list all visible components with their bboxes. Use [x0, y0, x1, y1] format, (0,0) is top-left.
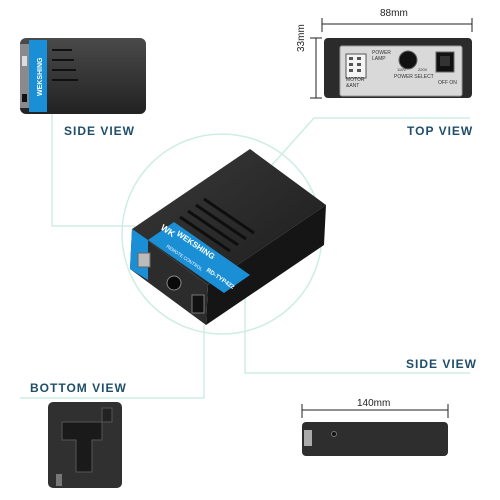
guide-line-side-top [51, 90, 135, 227]
brand-band-main [148, 222, 250, 293]
device-right-side [206, 205, 326, 325]
side-view-top-image: WEKSHING [20, 38, 146, 114]
label-power-select: POWER SELECT [394, 74, 434, 80]
label-power-lamp: POWER LAMP [372, 50, 391, 62]
label-side-view-bottom: SIDE VIEW [406, 357, 478, 371]
bottom-view-image [48, 402, 122, 488]
label-220v: 220V [418, 67, 428, 72]
guide-line-top [271, 117, 470, 166]
dim-width-top: 88mm [380, 8, 408, 19]
dim-height-side: 33mm [296, 24, 307, 52]
guide-line-bottom [20, 325, 205, 399]
label-top-view: TOP VIEW [407, 124, 474, 138]
top-view-image [310, 18, 473, 99]
label-side-view-top: SIDE VIEW [64, 124, 136, 138]
power-jack-icon [166, 275, 182, 291]
label-off-on: OFF ON [438, 80, 457, 86]
main-device-image: WK WEKSHING REMOTE CONTROL RD-TYP422 [130, 149, 326, 325]
dim-length-bottom: 140mm [357, 398, 391, 409]
label-bottom-view: BOTTOM VIEW [30, 381, 127, 395]
device-side-body [302, 422, 448, 456]
label-110v: 110V [397, 67, 407, 72]
brand-name-side: WEKSHING [37, 57, 44, 96]
brand-band [29, 40, 47, 112]
switch-icon [191, 294, 205, 314]
guide-line-side-bottom [244, 290, 470, 374]
side-view-bottom-image [301, 404, 449, 456]
label-motor-ant: MOTOR &ANT [346, 77, 365, 89]
